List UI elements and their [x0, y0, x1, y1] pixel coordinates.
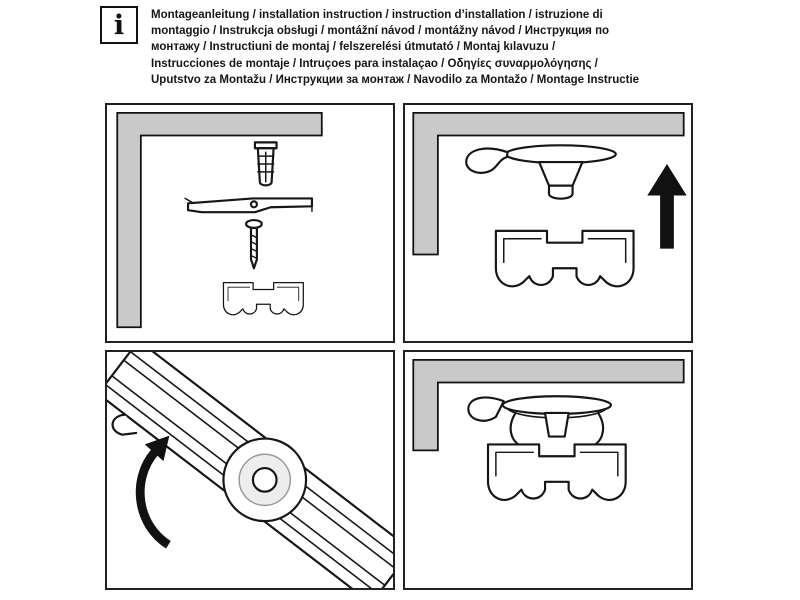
rail-profile-icon — [486, 443, 627, 501]
instruction-text-line: Montageanleitung / installation instruct… — [151, 9, 603, 21]
step1-illustration — [116, 111, 323, 329]
up-arrow-icon — [647, 164, 687, 249]
multilingual-title: Montageanleitung / installation instruct… — [151, 6, 696, 88]
instruction-text-line: montaggio / Instrukcja obsługi / montážn… — [151, 25, 610, 38]
instruction-text-line: монтажу / Instructiuni de montaj / felsz… — [151, 41, 556, 54]
panel-step-4 — [403, 350, 693, 590]
step3-illustration — [107, 352, 393, 588]
step4-illustration — [412, 358, 685, 501]
rail-profile-icon — [494, 229, 635, 288]
panel-step-3 — [105, 350, 395, 590]
locking-disc-icon — [222, 437, 308, 523]
rotate-arrow-icon — [135, 435, 171, 549]
step2-illustration — [412, 111, 687, 288]
instruction-text-line: Uputstvo za Montažu / Инструкции за монт… — [151, 73, 640, 86]
instruction-text-line: Instrucciones de montaje / Intruçoes par… — [151, 57, 598, 70]
ceiling-wall-corner — [412, 111, 685, 256]
panel-step-2 — [403, 103, 693, 343]
info-icon: i — [100, 6, 138, 44]
wall-plug-icon — [253, 141, 278, 187]
rail-profile-icon — [222, 282, 304, 316]
ceiling-wall-corner — [116, 111, 323, 329]
panel-step-1 — [105, 103, 395, 343]
screw-icon — [244, 218, 263, 270]
bracket-icon — [184, 197, 314, 214]
mounted-bracket-icon — [467, 395, 613, 449]
ceiling-wall-corner — [412, 358, 685, 452]
header: i Montageanleitung / installation instru… — [100, 6, 696, 88]
info-icon-glyph: i — [113, 9, 125, 41]
mounting-bracket-icon — [465, 144, 617, 200]
